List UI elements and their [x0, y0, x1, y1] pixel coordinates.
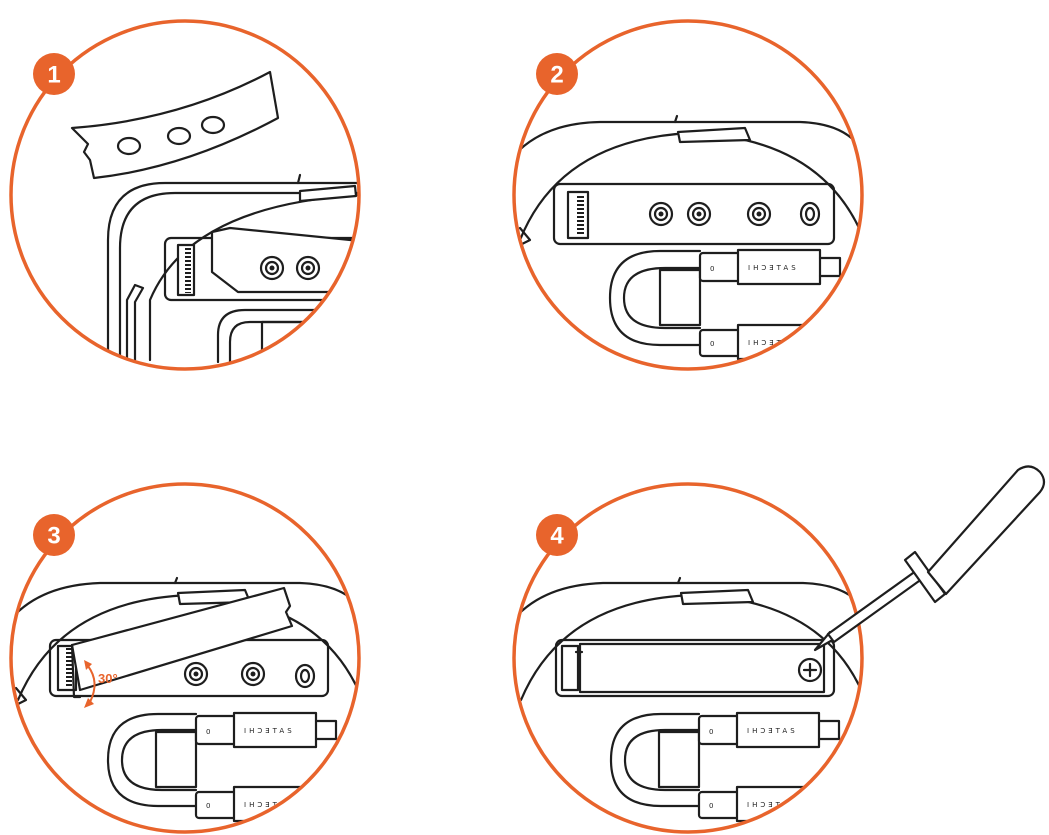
step-2-panel: 0 IHƆƎTAS 0 IHƆƎTAS 2 — [512, 19, 864, 371]
step-3-badge — [33, 514, 75, 556]
usb-cable: 0 IHƆƎTAS 0 IHƆƎTAS — [106, 711, 338, 823]
step-2-number: 2 — [550, 62, 563, 89]
step-3-panel: 30° 0 IHƆƎTAS 0 IHƆƎTAS 3 — [9, 482, 361, 834]
ssd-card-icon — [70, 586, 294, 692]
svg-text:0: 0 — [710, 265, 717, 273]
usb-cable: 0 IHƆƎTAS 0 IHƆƎTAS — [609, 711, 841, 823]
svg-text:IHƆƎTAS: IHƆƎTAS — [748, 264, 799, 272]
svg-text:0: 0 — [710, 340, 717, 348]
svg-text:IHƆƎTAS: IHƆƎTAS — [244, 727, 295, 735]
tilt-angle-label: 30° — [98, 671, 118, 686]
step-3-number: 3 — [47, 523, 60, 550]
svg-text:IHƆƎTAS: IHƆƎTAS — [747, 727, 798, 735]
step-1-frame — [9, 19, 361, 371]
step-3-frame — [9, 482, 361, 834]
step-1-number: 1 — [47, 62, 60, 89]
usb-cable: 0 IHƆƎTAS 0 IHƆƎTAS — [608, 248, 842, 361]
step-1-panel: 1 — [9, 19, 361, 371]
step-4-badge — [536, 514, 578, 556]
m2-connector — [560, 644, 580, 692]
step-4-frame — [512, 482, 864, 834]
step-4-number: 4 — [550, 523, 564, 550]
svg-text:IHƆƎTAS: IHƆƎTAS — [244, 801, 295, 809]
standoff-holes — [648, 201, 821, 227]
step-2-badge — [536, 53, 578, 95]
svg-text:IHƆƎTAS: IHƆƎTAS — [747, 801, 798, 809]
step-3-illustration: 30° 0 IHƆƎTAS 0 IHƆƎTAS — [11, 576, 359, 823]
step-4-illustration: 0 IHƆƎTAS 0 IHƆƎTAS — [514, 576, 862, 823]
svg-text:0: 0 — [709, 728, 716, 736]
rotation-arrow-icon — [87, 665, 96, 703]
step-1-badge — [33, 53, 75, 95]
ssd-card-icon — [578, 642, 826, 694]
svg-text:IHƆƎTAS: IHƆƎTAS — [748, 339, 799, 347]
ssd-card-icon — [210, 226, 359, 294]
screw-icon — [797, 657, 823, 683]
step-1-illustration — [70, 70, 359, 364]
svg-text:0: 0 — [206, 728, 213, 736]
svg-text:0: 0 — [206, 802, 213, 810]
svg-text:0: 0 — [709, 802, 716, 810]
step-2-illustration: 0 IHƆƎTAS 0 IHƆƎTAS — [514, 114, 862, 361]
screwdriver-icon — [813, 465, 1046, 652]
step-2-frame — [512, 19, 864, 371]
thermal-pad-icon — [70, 70, 280, 180]
step-4-panel: 0 IHƆƎTAS 0 IHƆƎTAS 4 — [512, 465, 1046, 834]
